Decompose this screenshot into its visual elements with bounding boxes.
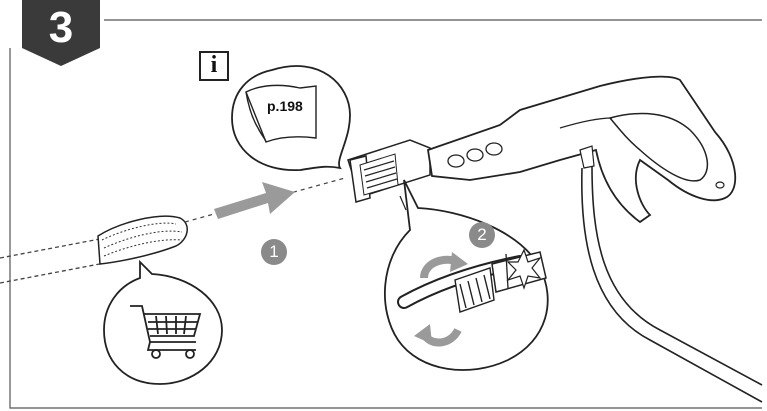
hose bbox=[0, 215, 188, 284]
step-number: 3 bbox=[48, 3, 74, 52]
spray-gun bbox=[347, 75, 763, 403]
info-callout bbox=[231, 65, 351, 171]
page-reference: p.198 bbox=[267, 98, 303, 114]
info-icon: i bbox=[199, 51, 229, 81]
step-marker-2: 2 bbox=[469, 222, 495, 248]
zoom-leader bbox=[399, 195, 407, 211]
shopping-cart-icon bbox=[130, 305, 202, 359]
step-badge-shape bbox=[22, 0, 100, 66]
push-arrow-icon bbox=[214, 182, 295, 219]
zoom-callout bbox=[383, 179, 549, 371]
manual-page-icon bbox=[245, 84, 317, 143]
shopping-callout bbox=[103, 259, 223, 385]
frame-border bbox=[9, 19, 762, 409]
rotate-arrows-icon bbox=[414, 252, 468, 347]
step-marker-1: 1 bbox=[261, 239, 287, 265]
